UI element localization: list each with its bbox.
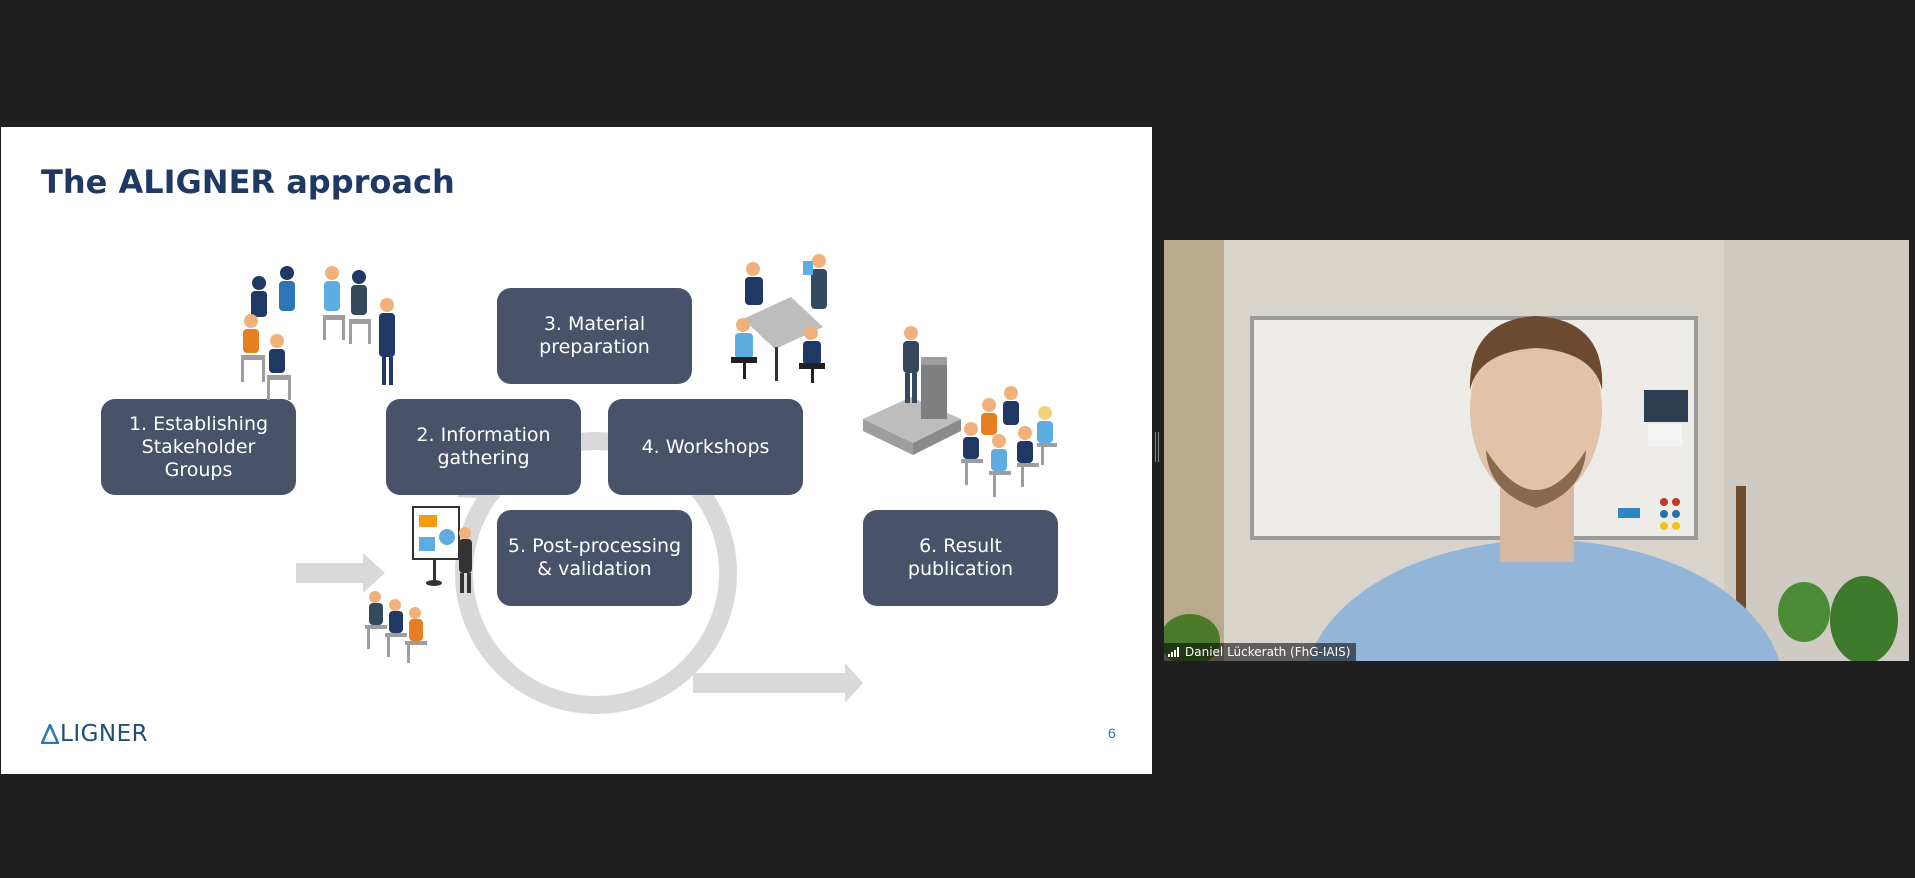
slide-title: The ALIGNER approach [41,163,455,201]
participant-name-tag: Daniel Lückerath (FhG-IAIS) [1164,643,1357,661]
shared-slide: The ALIGNER approach 1. Establishing Sta… [1,127,1152,774]
group-meeting-illustration [241,266,395,400]
conference-illustration [863,326,1057,497]
step-post-processing-validation: 5. Post-processing & validation [497,510,692,606]
logo-text: LIGNER [60,721,149,747]
aligner-triangle-logo-icon [41,724,59,744]
step-result-publication: 6. Result publication [863,510,1058,606]
signal-strength-icon [1168,647,1179,657]
step-workshops: 4. Workshops [608,399,803,495]
panel-resize-handle[interactable] [1155,432,1160,462]
aligner-logo: LIGNER [41,721,148,747]
step-establishing-stakeholder-groups: 1. Establishing Stakeholder Groups [101,399,296,495]
arrow-step1-to-step2 [296,553,385,593]
slide-page-number: 6 [1108,725,1116,741]
presentation-illustration [365,506,472,663]
step-material-preparation: 3. Material preparation [497,288,692,384]
video-feed-scene [1164,240,1909,661]
step-information-gathering: 2. Information gathering [386,399,581,495]
participant-video[interactable]: Daniel Lückerath (FhG-IAIS) [1164,240,1909,661]
arrow-step5-to-step6 [693,663,863,703]
participant-name: Daniel Lückerath (FhG-IAIS) [1185,645,1351,659]
table-meeting-illustration [731,254,827,383]
